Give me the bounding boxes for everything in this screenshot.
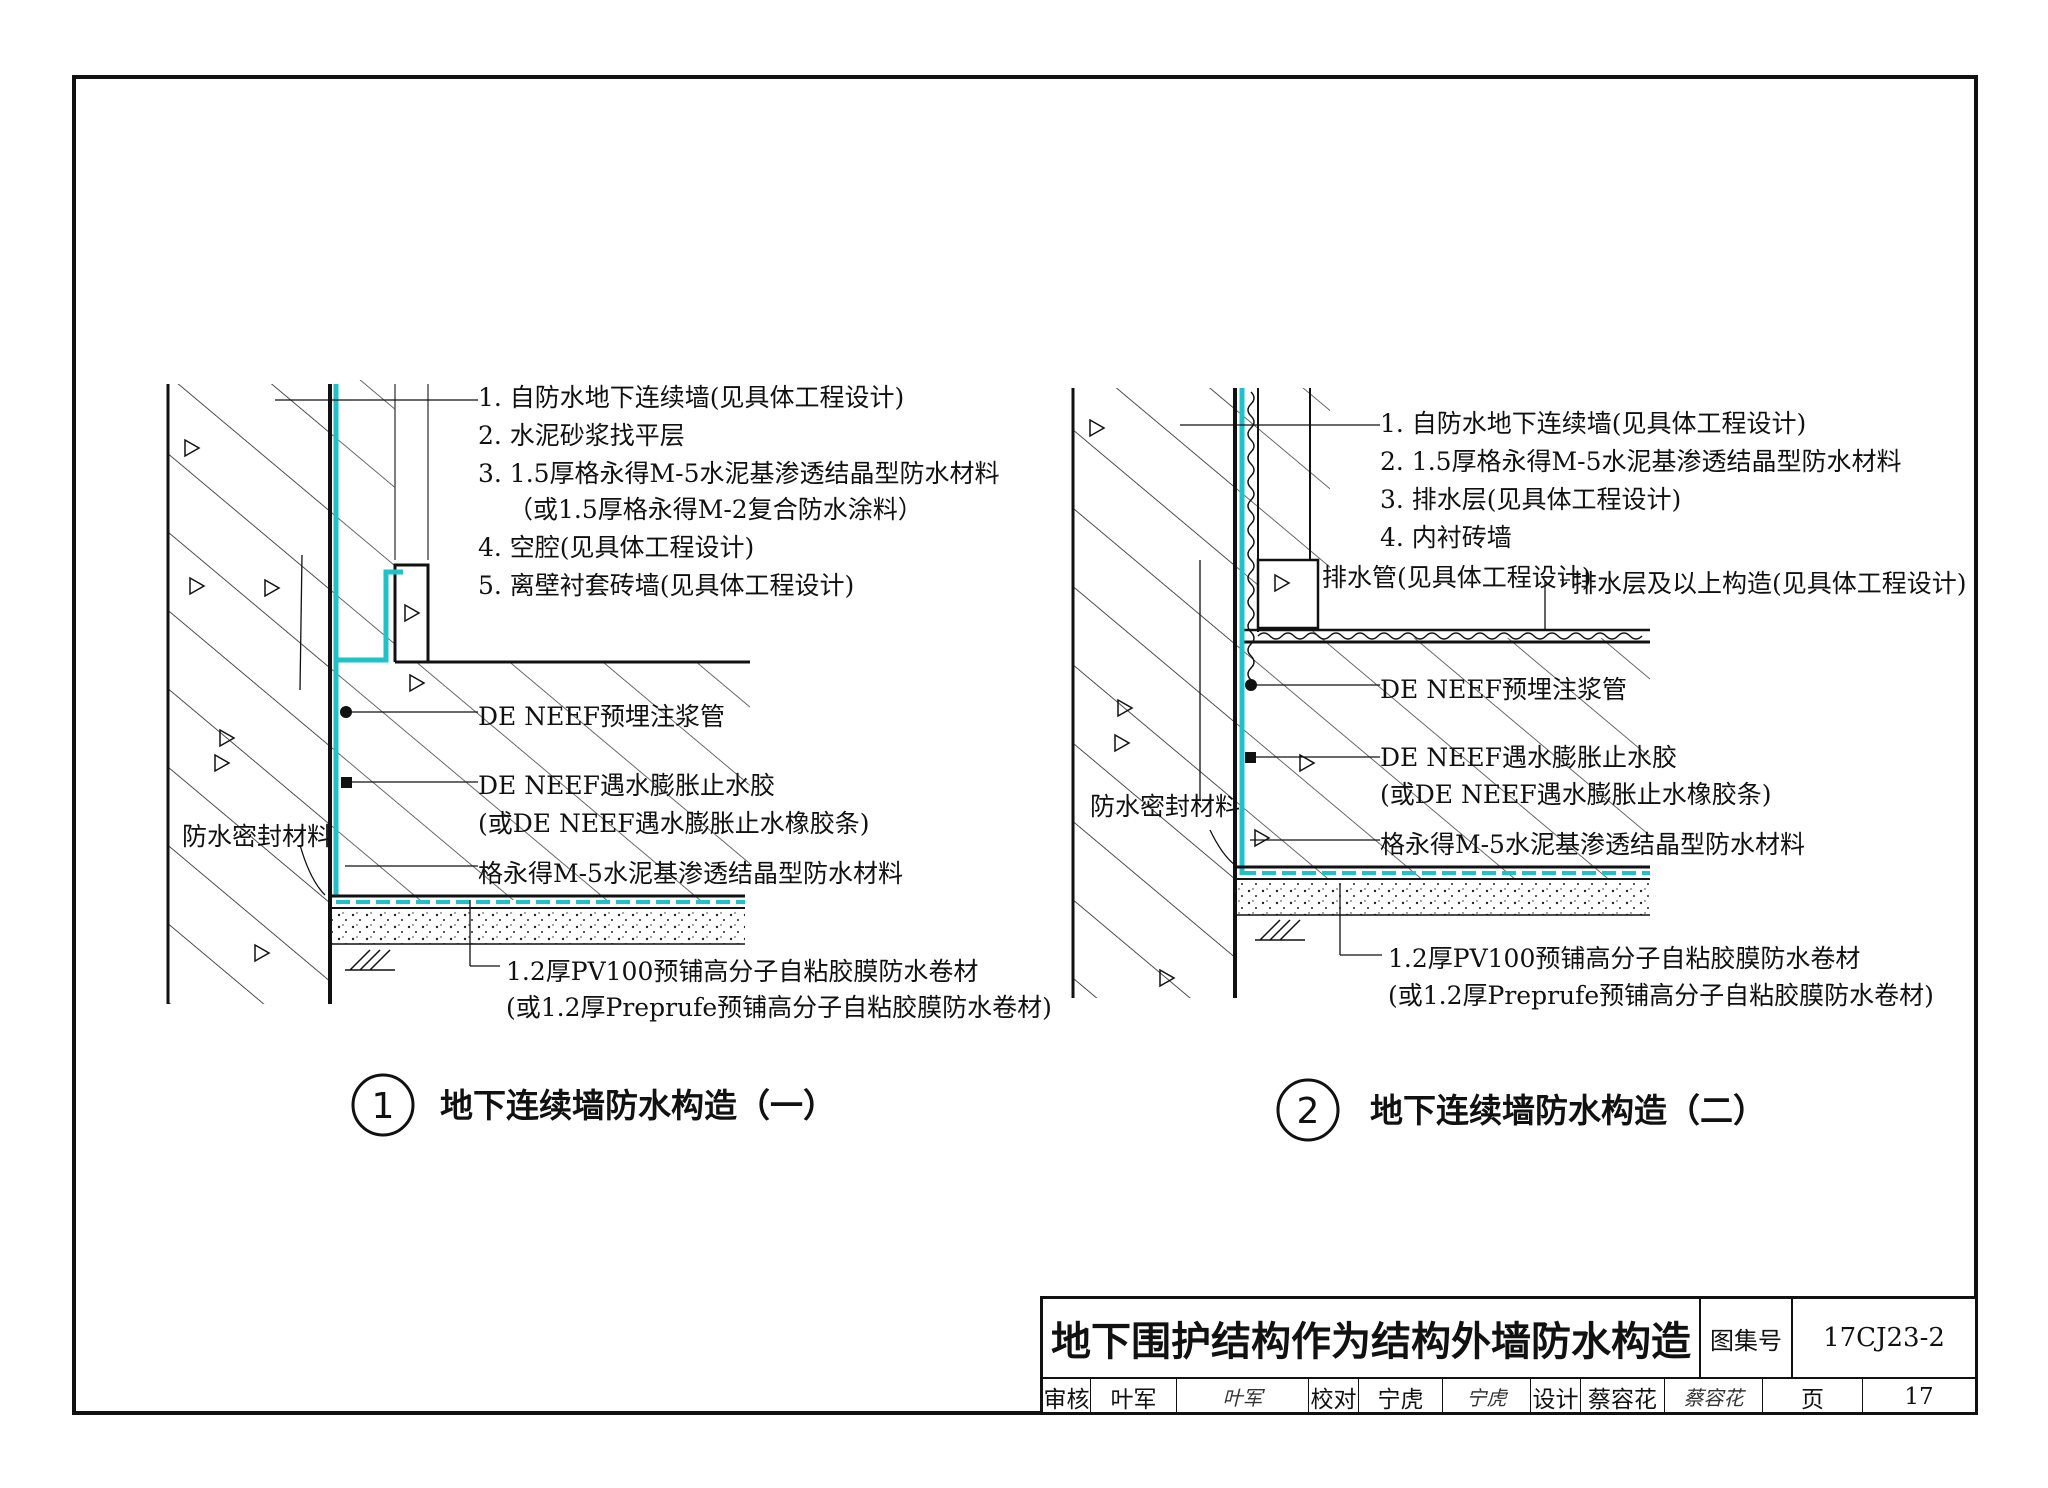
d1-swell-rubber: DE NEEF遇水膨胀止水胶 (478, 771, 775, 800)
atlas-number-label: 图集号 (1701, 1299, 1793, 1377)
check-label: 校对 (1309, 1379, 1359, 1414)
d2-number: 2 (1297, 1091, 1320, 1132)
d2-sealant: 防水密封材料 (1090, 792, 1240, 821)
d1-label-2: 2. 水泥砂浆找平层 (478, 421, 685, 450)
d1-label-3: 3. 1.5厚格永得M-5水泥基渗透结晶型防水材料 (478, 459, 1000, 488)
page-label: 页 (1763, 1379, 1863, 1414)
cushion-layer-2 (1235, 881, 1650, 915)
d2-caption: 地下连续墙防水构造（二） (1370, 1091, 1766, 1130)
atlas-number-value: 17CJ23-2 (1823, 1323, 1945, 1353)
d1-label-4: 4. 空腔(见具体工程设计) (478, 533, 754, 562)
detail-1-section: 1. 自防水地下连续墙(见具体工程设计) 2. 水泥砂浆找平层 3. 1.5厚格… (166, 380, 1052, 1137)
swell-rubber-marker-2 (1245, 752, 1256, 763)
d1-number-circle (351, 1073, 415, 1137)
d1-label-3b: （或1.5厚格永得M-2复合防水涂料） (508, 495, 923, 524)
d2-label-2: 2. 1.5厚格永得M-5水泥基渗透结晶型防水材料 (1380, 447, 1902, 476)
check-name: 宁虎 (1359, 1379, 1443, 1414)
detail-2-section: 1. 自防水地下连续墙(见具体工程设计) 2. 1.5厚格永得M-5水泥基渗透结… (1071, 388, 1967, 1142)
cushion-layer (330, 910, 745, 944)
d1-membrane: 1.2厚PV100预铺高分子自粘胶膜防水卷材 (506, 957, 978, 986)
d2-number-circle (1276, 1078, 1340, 1142)
signature-row: 审核 叶军 叶军 校对 宁虎 宁虎 设计 蔡容花 蔡容花 页 17 (1043, 1377, 1975, 1414)
diaphragm-wall-hatch (168, 384, 328, 1004)
d2-swell-rubber-alt: (或DE NEEF遇水膨胀止水橡胶条) (1380, 780, 1771, 809)
d2-label-3: 3. 排水层(见具体工程设计) (1380, 485, 1681, 514)
review-signature: 叶军 (1177, 1379, 1309, 1414)
diaphragm-wall-hatch-2 (1073, 388, 1233, 998)
d2-membrane-alt: (或1.2厚Preprufe预铺高分子自粘胶膜防水卷材) (1388, 981, 1934, 1010)
d1-crystal: 格永得M-5水泥基渗透结晶型防水材料 (478, 859, 903, 888)
d1-membrane-alt: (或1.2厚Preprufe预铺高分子自粘胶膜防水卷材) (506, 993, 1052, 1022)
d2-crystal: 格永得M-5水泥基渗透结晶型防水材料 (1380, 830, 1805, 859)
d2-membrane: 1.2厚PV100预铺高分子自粘胶膜防水卷材 (1388, 944, 1860, 973)
design-label: 设计 (1531, 1379, 1581, 1414)
check-signature: 宁虎 (1443, 1379, 1531, 1414)
d1-label-5: 5. 离壁衬套砖墙(见具体工程设计) (478, 571, 854, 600)
drain-pipe-box (1256, 558, 1320, 630)
d2-drain-layer: 排水层及以上构造(见具体工程设计) (1572, 569, 1967, 598)
design-name: 蔡容花 (1581, 1379, 1665, 1414)
d2-grout-pipe: DE NEEF预埋注浆管 (1380, 675, 1627, 704)
page-value: 17 (1904, 1383, 1934, 1410)
title-block: 地下围护结构作为结构外墙防水构造 图集号 17CJ23-2 审核 叶军 叶军 校… (1040, 1296, 1978, 1415)
drawing-frame (72, 75, 1978, 1415)
d1-grout-pipe: DE NEEF预埋注浆管 (478, 702, 725, 731)
d1-swell-rubber-alt: (或DE NEEF遇水膨胀止水橡胶条) (478, 809, 869, 838)
d1-label-1: 1. 自防水地下连续墙(见具体工程设计) (478, 383, 904, 412)
d2-drain-pipe: 排水管(见具体工程设计) (1322, 563, 1592, 592)
d2-swell-rubber: DE NEEF遇水膨胀止水胶 (1380, 743, 1677, 772)
review-name: 叶军 (1091, 1379, 1177, 1414)
d1-sealant: 防水密封材料 (182, 822, 332, 851)
design-signature: 蔡容花 (1665, 1379, 1763, 1414)
d2-label-1: 1. 自防水地下连续墙(见具体工程设计) (1380, 409, 1806, 438)
waterproof-layer-1 (333, 384, 403, 663)
d2-label-4: 4. 内衬砖墙 (1380, 523, 1512, 552)
drawing-title: 地下围护结构作为结构外墙防水构造 (1043, 1299, 1701, 1377)
d1-caption: 地下连续墙防水构造（一） (440, 1086, 836, 1125)
d1-number: 1 (372, 1086, 395, 1127)
review-label: 审核 (1043, 1379, 1091, 1414)
